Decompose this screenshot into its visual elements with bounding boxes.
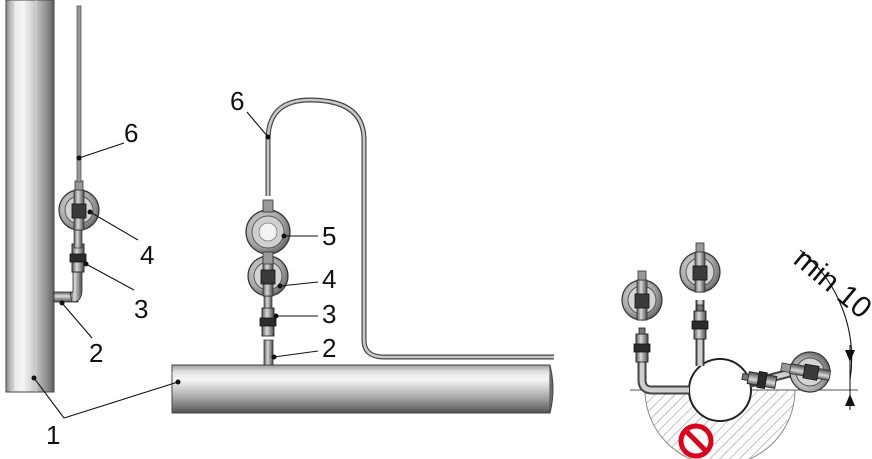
- section-gauge-top: [679, 242, 721, 293]
- callout-4-left: 4: [140, 240, 154, 270]
- section-gauge-right: [777, 346, 834, 396]
- callout-3-mid: 3: [322, 299, 336, 329]
- left-impulse-line: [76, 5, 82, 183]
- vertical-main-pipe: [5, 0, 55, 393]
- angle-indicator: [799, 249, 855, 410]
- callout-3-left: 3: [134, 294, 148, 324]
- callout-5-mid: 5: [322, 221, 336, 251]
- section-valve-left: [633, 327, 651, 363]
- section-valve-top: [691, 304, 709, 340]
- left-pressure-gauge: [58, 180, 100, 231]
- middle-tap-stub: [263, 339, 274, 366]
- callout-2-mid: 2: [322, 333, 336, 363]
- callout-1: 1: [46, 420, 60, 450]
- min-angle-label: min 10°: [788, 242, 872, 333]
- middle-upper-gauge: [245, 199, 291, 265]
- section-gauge-left: [621, 270, 663, 321]
- callout-leaders: [31, 111, 319, 419]
- callout-2-left: 2: [89, 338, 103, 368]
- horizontal-main-pipe: [171, 364, 554, 414]
- left-elbow-connection: [53, 271, 83, 303]
- callout-6-mid: 6: [230, 86, 244, 116]
- callout-6-left: 6: [124, 118, 138, 148]
- no-entry-icon: [678, 423, 714, 459]
- callout-4-mid: 4: [322, 264, 336, 294]
- middle-impulse-line: [265, 97, 554, 360]
